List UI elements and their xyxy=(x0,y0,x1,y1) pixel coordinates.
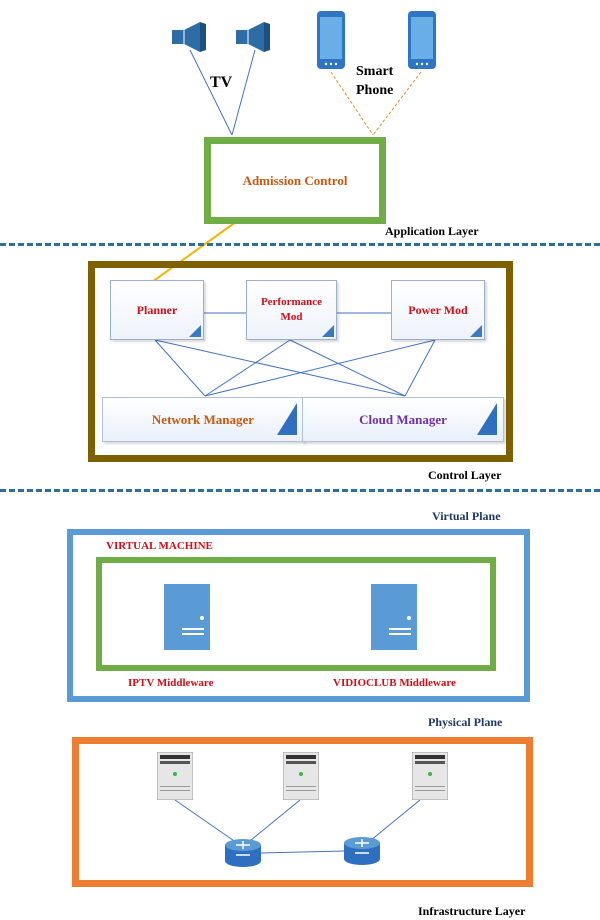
physical-server-icon xyxy=(283,752,319,800)
application-layer-label: Application Layer xyxy=(385,224,479,238)
cloud-manager-box: Cloud Manager xyxy=(302,397,504,442)
admission-control-box: Admission Control xyxy=(204,137,386,224)
virtual-plane-frame xyxy=(67,529,530,702)
smartphone-label: Smart Phone xyxy=(356,64,394,98)
tv-label: TV xyxy=(210,74,233,91)
router-icon xyxy=(344,837,380,865)
fold-corner-icon xyxy=(322,325,334,337)
admission-planner-link xyxy=(151,218,241,283)
fold-corner-icon xyxy=(277,403,297,435)
virtual-plane-label: Virtual Plane xyxy=(432,509,501,523)
power-mod-label: Power Mod xyxy=(408,302,468,317)
admission-control-label: Admission Control xyxy=(242,172,348,188)
tv-icon xyxy=(172,22,206,52)
cross-links xyxy=(154,339,436,397)
tv-link-1 xyxy=(189,49,233,136)
phone-link-2 xyxy=(372,71,422,136)
fold-corner-icon xyxy=(477,403,497,435)
physical-server-icon xyxy=(157,752,193,800)
network-manager-label: Network Manager xyxy=(151,411,255,427)
layer-divider xyxy=(0,489,600,492)
virtual-machine-label: VIRTUAL MACHINE xyxy=(106,540,213,552)
cloud-manager-label: Cloud Manager xyxy=(359,411,447,427)
smartphone-icon xyxy=(317,11,345,69)
smartphone-icon xyxy=(408,11,436,69)
fold-corner-icon xyxy=(470,325,482,337)
layer-divider xyxy=(0,243,600,246)
router-icon xyxy=(225,839,261,867)
performance-mod-label: Performance Mod xyxy=(260,296,323,323)
control-layer-frame xyxy=(88,261,513,462)
physical-plane-frame xyxy=(72,737,533,887)
vidioclub-middleware-label: VIDIOCLUB Middleware xyxy=(333,677,456,689)
phone-link-1 xyxy=(330,71,374,136)
control-layer-label: Control Layer xyxy=(428,468,502,482)
physical-plane-label: Physical Plane xyxy=(428,715,503,729)
virtual-server-icon xyxy=(164,584,210,650)
infrastructure-layer-label: Infrastructure Layer xyxy=(418,904,526,918)
planner-module: Planner xyxy=(110,280,204,340)
virtual-server-icon xyxy=(371,584,417,650)
tv-link-2 xyxy=(231,49,256,136)
fold-corner-icon xyxy=(189,325,201,337)
network-manager-box: Network Manager xyxy=(102,397,304,442)
planner-label: Planner xyxy=(136,302,178,317)
performance-mod-module: Performance Mod xyxy=(246,280,337,340)
physical-server-icon xyxy=(412,752,448,800)
tv-icon xyxy=(236,22,270,52)
iptv-middleware-label: IPTV Middleware xyxy=(128,677,214,689)
virtual-machine-frame xyxy=(96,557,496,671)
physical-links xyxy=(174,799,421,854)
power-mod-module: Power Mod xyxy=(391,280,485,340)
